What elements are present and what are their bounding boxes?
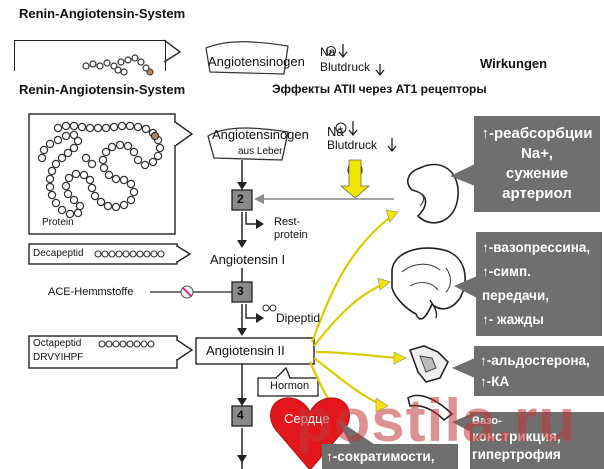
vessel-effects-box: Вазо- констрикция, гипертрофия bbox=[470, 412, 604, 469]
drvyihpf-label: DRVYIHPF bbox=[33, 352, 84, 363]
dipeptid-label: Dipeptid bbox=[276, 311, 321, 325]
liver-shape bbox=[207, 127, 289, 161]
heart-callout bbox=[338, 420, 374, 444]
top-blutdruck: Blutdruck bbox=[320, 60, 371, 74]
step-3-label: 3 bbox=[237, 284, 244, 298]
top-na: Na bbox=[320, 45, 336, 59]
decapeptid-label: Decapeptid bbox=[33, 248, 84, 259]
top-title: Renin-Angiotensin-System bbox=[19, 6, 186, 21]
brain-effects-box: ↑-вазопрессина, ↑-симп. передачи, ↑- жаж… bbox=[476, 232, 602, 336]
vessel-effect-3: гипертрофия bbox=[472, 447, 561, 462]
angiotensin-ii-box bbox=[195, 337, 315, 365]
step-2-box bbox=[231, 189, 253, 211]
adrenal-callout bbox=[452, 358, 475, 378]
top-protein-box bbox=[14, 40, 166, 71]
brain-effect-4: ↑- жажды bbox=[482, 312, 544, 327]
brain-effect-1: ↑-вазопрессина, bbox=[482, 240, 591, 255]
step-2-label: 2 bbox=[237, 192, 244, 206]
kidney-callout bbox=[450, 164, 475, 186]
header-title: Renin-Angiotensin-System bbox=[19, 82, 186, 97]
vessel-callout bbox=[452, 414, 471, 432]
kidney-effect-4: артериол bbox=[502, 185, 572, 202]
heart-effect-1: ↑-сократимости, bbox=[326, 449, 435, 464]
adrenal-effects-box: ↑-альдостерона, ↑-КА bbox=[474, 346, 604, 396]
hormon-label: Hormon bbox=[270, 380, 310, 392]
octapeptid-label: Octapeptid bbox=[33, 338, 82, 349]
blutdruck-label: Blutdruck bbox=[327, 138, 378, 152]
protein-label: Protein bbox=[42, 217, 74, 228]
protein-beads bbox=[37, 121, 165, 219]
angiotensin-ii-label: Angiotensin II bbox=[206, 343, 285, 358]
top-wirkungen: Wirkungen bbox=[480, 56, 548, 71]
watermark: postila.ru bbox=[296, 387, 577, 454]
rest-protein-label-2: protein bbox=[274, 229, 308, 241]
adrenal-effect-2: ↑-КА bbox=[480, 374, 510, 389]
adrenal-effect-1: ↑-альдостерона, bbox=[480, 353, 590, 368]
svg-text:+: + bbox=[329, 48, 334, 57]
step-4-box bbox=[231, 405, 253, 427]
angiotensinogen-label: Angiotensinogen bbox=[212, 127, 309, 142]
kidney-effect-1: ↑-реабсорбции bbox=[481, 125, 593, 142]
kidney-effect-2: Na+, bbox=[520, 145, 554, 162]
vessel-shape bbox=[407, 394, 454, 422]
heart-shape bbox=[270, 397, 350, 469]
top-strip-graphics: + bbox=[82, 39, 385, 77]
aus-leber-label: aus Leber bbox=[238, 146, 283, 157]
brain-callout bbox=[454, 276, 477, 298]
brain-effect-3: передачи, bbox=[482, 288, 550, 303]
na-label: Na bbox=[327, 124, 344, 139]
header-subtitle: Эффекты ATII через AT1 рецепторы bbox=[272, 82, 487, 96]
step-4-label: 4 bbox=[237, 408, 244, 422]
svg-text:+: + bbox=[338, 124, 343, 134]
ace-hemmstoffe-label: ACE-Hemmstoffe bbox=[48, 286, 134, 298]
rest-protein-label-1: Rest- bbox=[274, 216, 301, 228]
heart-effects-box: ↑-сократимости, bbox=[322, 444, 458, 469]
heart-label: Сердце bbox=[284, 411, 330, 426]
kidney-effects-box: ↑-реабсорбции Na+, сужение артериол bbox=[474, 116, 600, 212]
vessel-effect-2: констрикция, bbox=[472, 429, 561, 444]
angiotensin-i-label: Angiotensin I bbox=[210, 252, 286, 267]
kidney-effect-3: сужение bbox=[505, 165, 569, 182]
top-angiotensinogen: Angiotensinogen bbox=[208, 54, 305, 69]
brain-effect-2: ↑-симп. bbox=[482, 264, 531, 279]
vessel-effect-1: Вазо- bbox=[472, 415, 502, 427]
